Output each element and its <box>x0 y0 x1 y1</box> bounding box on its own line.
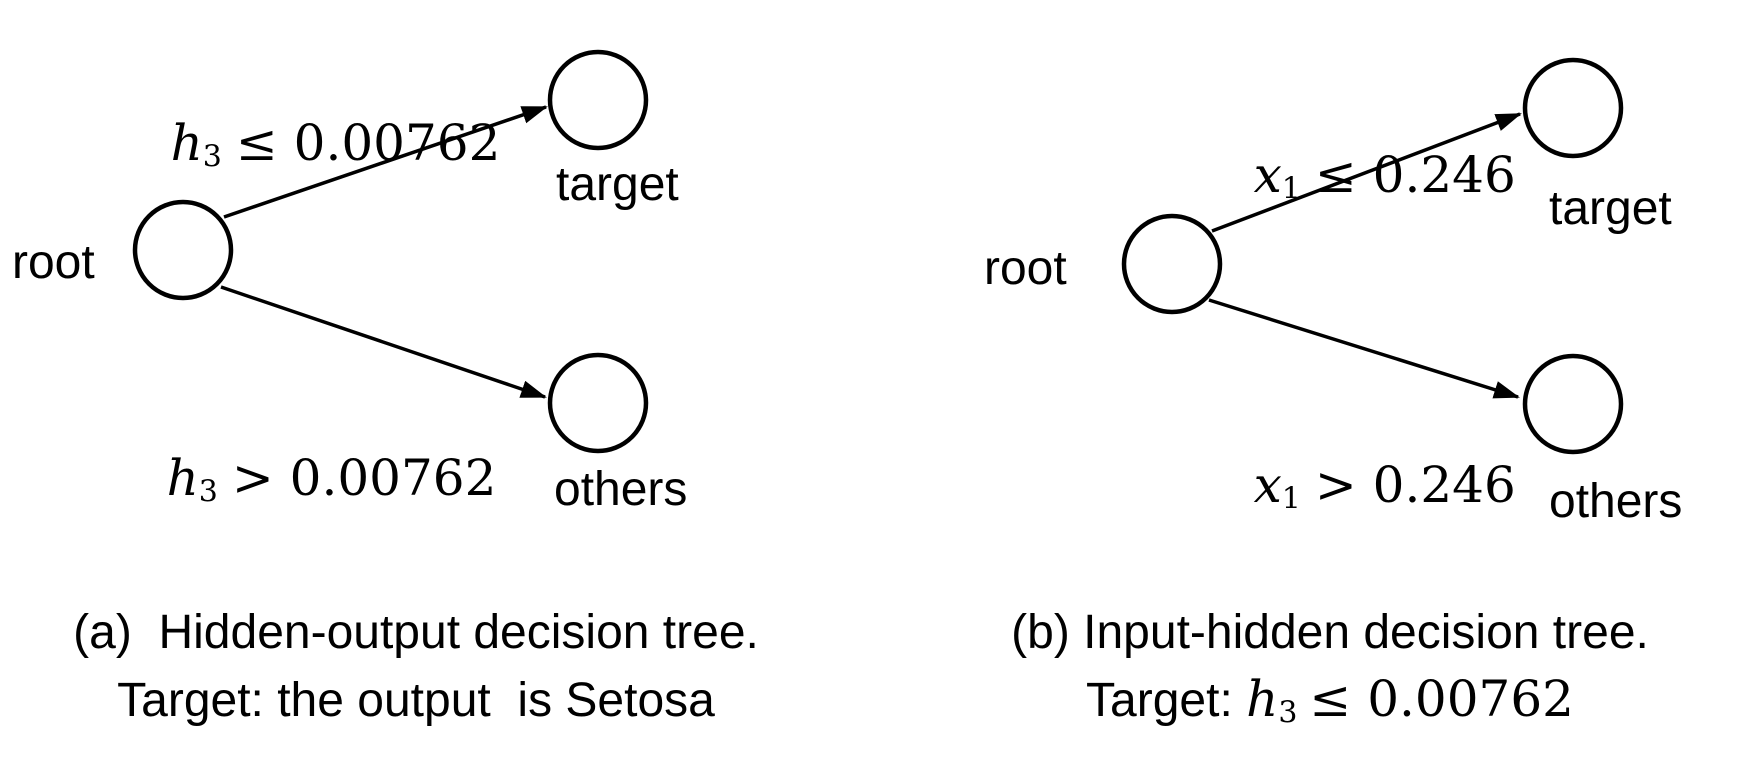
edge-label-b-bottom: x1 > 0.246 <box>1190 410 1516 565</box>
caption-a-line1: (a) Hidden-output decision tree. <box>73 606 759 659</box>
caption-a: (a) Hidden-output decision tree. Target:… <box>36 600 796 734</box>
root-node-label-a: root <box>12 236 95 289</box>
target-node-circle-a <box>547 49 649 151</box>
edge-condition: > 0.00762 <box>231 449 497 507</box>
caption-a-line2: Target: the output is Setosa <box>36 666 796 734</box>
caption-math-variable: h <box>1246 670 1279 728</box>
target-node-label-a: target <box>556 158 679 211</box>
caption-b-line2: Target: h3 ≤ 0.00762 <box>950 666 1710 747</box>
root-node-circle-b <box>1121 213 1223 315</box>
edge-variable: h <box>170 114 203 172</box>
edge-arrow-b-top <box>1211 112 1522 233</box>
edge-subscript: 3 <box>202 139 222 175</box>
edge-arrow-b-bottom <box>1208 298 1520 399</box>
caption-b-line1: (b) Input-hidden decision tree. <box>1011 606 1649 659</box>
edge-condition: ≤ 0.00762 <box>235 114 501 172</box>
edge-arrow-a-bottom <box>220 285 547 399</box>
caption-math-subscript: 3 <box>1278 695 1298 731</box>
others-node-label-a: others <box>554 463 688 516</box>
others-node-label-b: others <box>1549 475 1683 528</box>
edge-condition: > 0.246 <box>1314 456 1516 514</box>
caption-math-condition: ≤ 0.00762 <box>1309 670 1574 728</box>
others-node-circle-a <box>547 352 649 454</box>
edge-subscript: 1 <box>1281 171 1301 207</box>
edge-variable: x <box>1253 146 1282 204</box>
root-node-circle-a <box>132 199 234 301</box>
caption-b-line2-math: h3 ≤ 0.00762 <box>1246 670 1574 731</box>
target-node-label-b: target <box>1549 182 1672 235</box>
edge-subscript: 1 <box>1281 481 1301 517</box>
edge-subscript: 3 <box>198 474 218 510</box>
target-node-circle-b <box>1522 57 1624 159</box>
edge-label-a-top: h3 ≤ 0.00762 <box>107 68 501 223</box>
caption-a-line2-text: Target: the output is Setosa <box>117 674 715 727</box>
others-node-circle-b <box>1522 353 1624 455</box>
edge-arrow-a-top <box>223 105 548 219</box>
edge-label-b-top: x1 ≤ 0.246 <box>1190 100 1516 255</box>
edge-label-a-bottom: h3 > 0.00762 <box>103 403 497 558</box>
edge-variable: x <box>1253 456 1282 514</box>
edge-variable: h <box>166 449 199 507</box>
root-node-label-b: root <box>984 242 1067 295</box>
caption-b-line2-prefix: Target: <box>1086 674 1247 727</box>
caption-b: (b) Input-hidden decision tree. Target: … <box>950 600 1710 747</box>
edge-condition: ≤ 0.246 <box>1314 146 1516 204</box>
